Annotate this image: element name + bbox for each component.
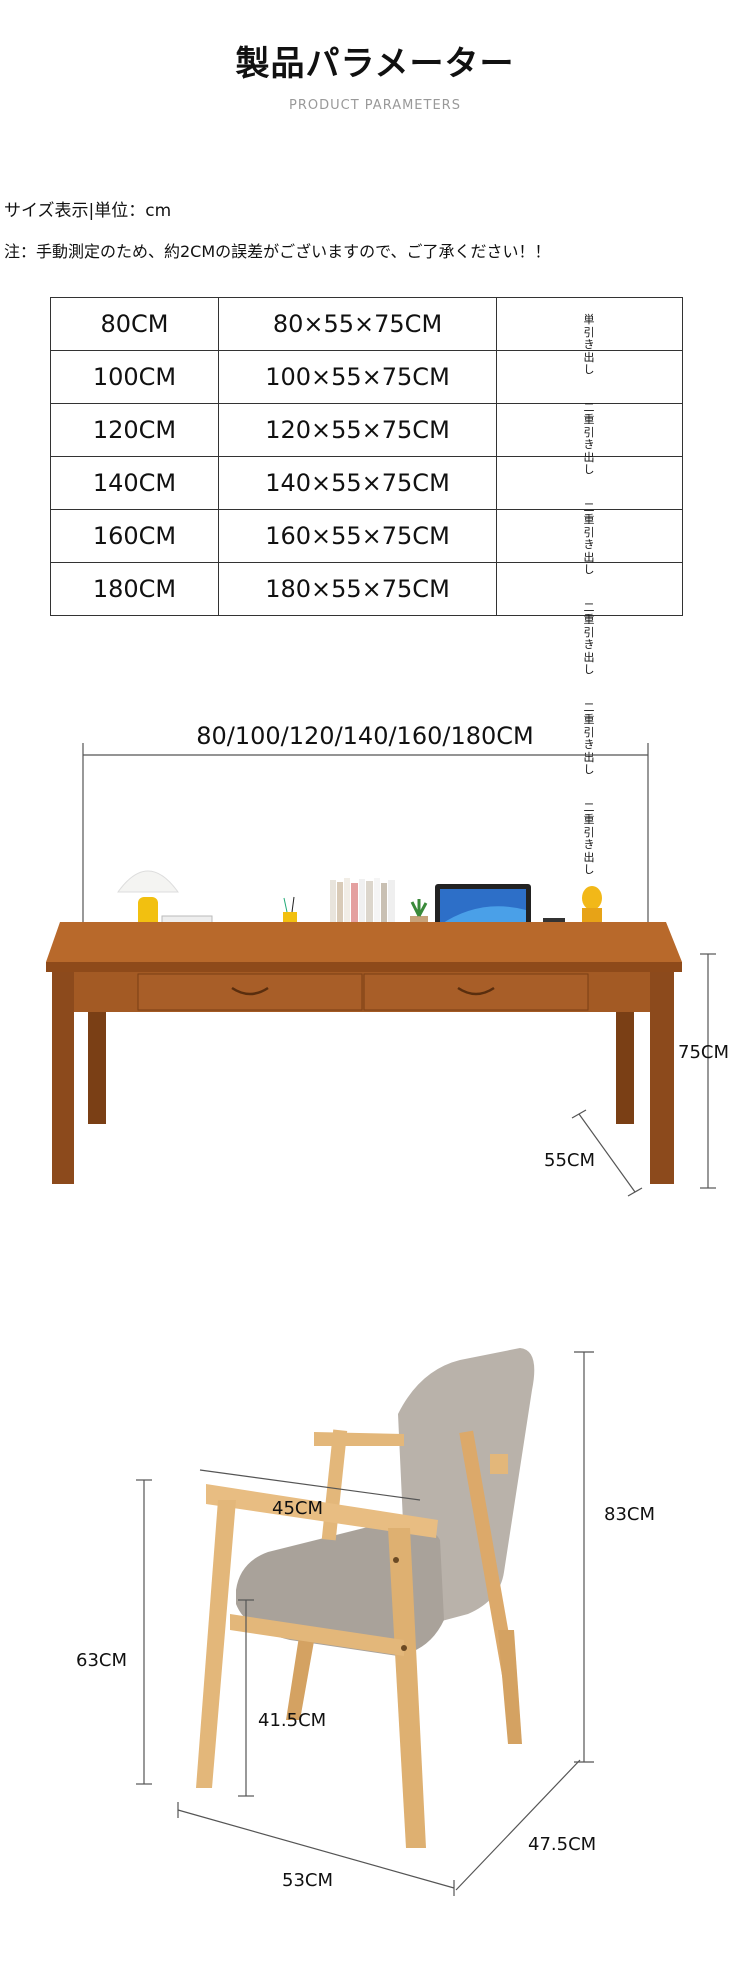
table-cell-dimensions: 180×55×75CM: [218, 562, 497, 616]
table-cell-width: 180CM: [50, 562, 219, 616]
table-row: 160CM 160×55×75CM: [50, 509, 683, 563]
chair-width-dimension-line: [177, 1802, 455, 1896]
table-cell-dimensions: 160×55×75CM: [218, 509, 497, 563]
chair-armrest-height-dimension-line: [136, 1479, 152, 1785]
size-display-note: サイズ表示|単位：cm: [4, 201, 172, 221]
spec-table: 80CM 80×55×75CM 100CM 100×55×75CM 120CM …: [50, 297, 683, 616]
desk-depth-label: 55CM: [544, 1150, 596, 1171]
table-cell-dimensions: 140×55×75CM: [218, 456, 497, 510]
chair-seat-height-dimension-line: [238, 1599, 254, 1797]
chair-height-dimension-line: [574, 1351, 594, 1763]
measurement-caution: 注：手動測定のため、約2CMの誤差がございますので、ご了承ください！！: [4, 242, 551, 261]
desk-width-dimension-line: [82, 743, 649, 925]
table-cell-drawer: [496, 297, 683, 351]
table-cell-width: 80CM: [50, 297, 219, 351]
table-cell-width: 100CM: [50, 350, 219, 404]
books-row: [330, 878, 395, 928]
table-row: 140CM 140×55×75CM: [50, 456, 683, 510]
chair-width-label: 53CM: [282, 1870, 334, 1891]
chair-height-label: 83CM: [604, 1504, 656, 1525]
table-cell-width: 140CM: [50, 456, 219, 510]
table-cell-width: 160CM: [50, 509, 219, 563]
table-row: 100CM 100×55×75CM: [50, 350, 683, 404]
table-cell-dimensions: 120×55×75CM: [218, 403, 497, 457]
desk-depth-dimension-line: [571, 1109, 643, 1197]
table-cell-drawer: [496, 509, 683, 563]
desk-height-dimension-line: [700, 953, 716, 1189]
drawer-type-vertical-text: 単 引 き 出 し 二 重 引 き 出 し 二 重 引 き 出 し 二 重 引 …: [583, 313, 595, 876]
chair-depth-label: 47.5CM: [528, 1834, 597, 1855]
chair-seat-width-dimension-line: [199, 1469, 421, 1501]
desk-height-label: 75CM: [678, 1042, 730, 1063]
table-row: 80CM 80×55×75CM: [50, 297, 683, 351]
table-cell-drawer: [496, 350, 683, 404]
table-row: 180CM 180×55×75CM: [50, 562, 683, 616]
table-cell-drawer: [496, 403, 683, 457]
desk: [46, 922, 682, 1184]
table-cell-drawer: [496, 456, 683, 510]
table-cell-drawer: [496, 562, 683, 616]
table-cell-dimensions: 100×55×75CM: [218, 350, 497, 404]
table-cell-dimensions: 80×55×75CM: [218, 297, 497, 351]
chair-armrest-height-label: 63CM: [76, 1650, 128, 1671]
page-subtitle: PRODUCT PARAMETERS: [289, 98, 461, 113]
desk-lamp: [117, 870, 179, 929]
desk-width-label: 80/100/120/140/160/180CM: [196, 722, 534, 750]
chair: [196, 1348, 535, 1848]
chair-seat-height-label: 41.5CM: [258, 1710, 327, 1731]
chair-depth-dimension-line: [455, 1759, 581, 1891]
page-title: 製品パラメーター: [235, 44, 515, 84]
chair-seat-width-label: 45CM: [272, 1498, 324, 1519]
